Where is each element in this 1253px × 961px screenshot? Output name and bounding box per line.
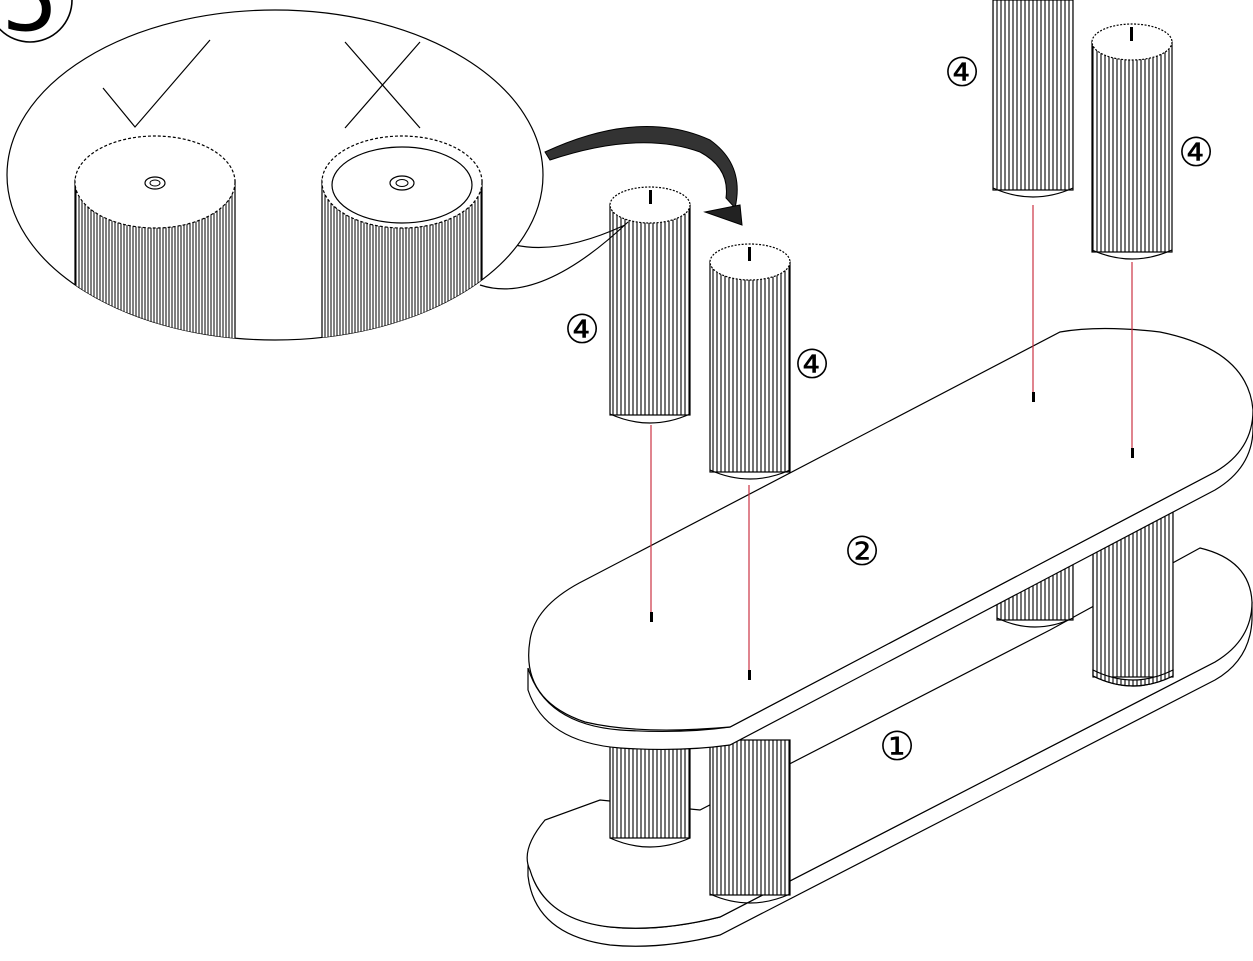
top-shelf-top: [528, 327, 1253, 731]
cross-mark-icon: [344, 41, 421, 129]
leg-detail-incorrect: [321, 135, 483, 340]
step-number: 5: [1, 0, 58, 52]
screw-front-left: [650, 612, 653, 622]
leg-detail-correct: [74, 135, 236, 340]
label-bottom-shelf: ①: [879, 724, 915, 770]
leg-back-right: [1091, 23, 1173, 260]
label-top-shelf: ②: [844, 529, 880, 575]
bottom-shelf: [526, 547, 1253, 947]
leg-back-left: [992, 0, 1074, 198]
step-number-badge: 5: [0, 0, 73, 52]
label-leg-front-left: ④: [564, 307, 600, 353]
curved-arrow-icon: [544, 126, 743, 226]
screw-back-left: [1032, 392, 1035, 402]
bottom-shelf-top: [526, 547, 1253, 929]
top-shelf: [527, 327, 1253, 751]
label-leg-back-left: ④: [944, 50, 980, 96]
check-mark-icon: [102, 39, 211, 128]
leg-front-right-lower: [709, 739, 791, 904]
leg-front-left: [609, 186, 691, 424]
top-shelf-edge: [527, 409, 1253, 751]
label-leg-back-right: ④: [1178, 130, 1214, 176]
screw-front-right: [748, 670, 751, 680]
leg-front-left-lower: [609, 737, 691, 848]
label-leg-front-right: ④: [794, 342, 830, 388]
zoom-callout: [6, 9, 629, 341]
alignment-guides: [650, 205, 1133, 670]
leg-front-right: [709, 243, 791, 480]
screw-back-right: [1131, 448, 1134, 458]
